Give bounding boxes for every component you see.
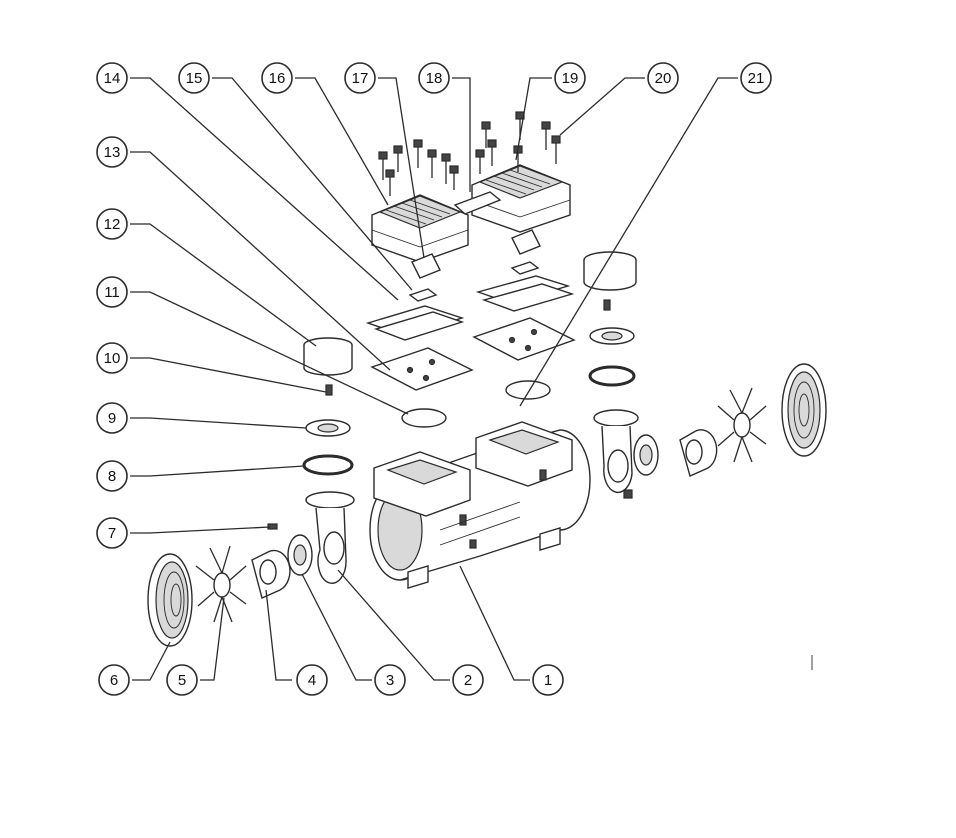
valve-pads xyxy=(408,261,540,302)
callout-circle xyxy=(96,460,128,492)
callout-circle xyxy=(96,208,128,240)
callout-21: 21 xyxy=(740,62,772,94)
seal-rings xyxy=(302,365,636,476)
valve-plates xyxy=(370,317,576,391)
cylinder-head-right xyxy=(471,164,571,233)
callout-number: 10 xyxy=(104,350,121,367)
callout-circle xyxy=(554,62,586,94)
callout-number: 14 xyxy=(104,70,121,87)
head-bolts xyxy=(378,111,561,196)
callout-16: 16 xyxy=(261,62,293,94)
fan-cover-right xyxy=(781,363,827,457)
callout-circle xyxy=(98,664,130,696)
callout-circle xyxy=(452,664,484,696)
callout-number: 1 xyxy=(544,672,552,689)
callout-3: 3 xyxy=(374,664,406,696)
callout-6: 6 xyxy=(98,664,130,696)
callout-7: 7 xyxy=(96,517,128,549)
callout-number: 6 xyxy=(110,672,118,689)
callout-number: 17 xyxy=(352,70,369,87)
eccentric-right xyxy=(679,429,718,477)
callout-2: 2 xyxy=(452,664,484,696)
callout-number: 7 xyxy=(108,525,116,542)
piston-screws xyxy=(325,299,611,396)
callout-15: 15 xyxy=(178,62,210,94)
callout-11: 11 xyxy=(96,276,128,308)
cylinder-sleeve-left xyxy=(303,337,353,376)
callout-number: 20 xyxy=(655,70,672,87)
callout-circle xyxy=(178,62,210,94)
callout-circle xyxy=(296,664,328,696)
callout-circle xyxy=(96,62,128,94)
callout-circle xyxy=(532,664,564,696)
o-rings xyxy=(401,380,551,428)
callout-12: 12 xyxy=(96,208,128,240)
callout-number: 4 xyxy=(308,672,316,689)
fan-left xyxy=(195,545,247,623)
callout-20: 20 xyxy=(647,62,679,94)
callout-number: 2 xyxy=(464,672,472,689)
callout-17: 17 xyxy=(344,62,376,94)
callout-number: 5 xyxy=(178,672,186,689)
callout-4: 4 xyxy=(296,664,328,696)
callout-5: 5 xyxy=(166,664,198,696)
connecting-tube xyxy=(453,191,502,215)
leader-lines xyxy=(130,77,738,681)
callout-circle xyxy=(96,276,128,308)
bearing-left xyxy=(287,534,313,576)
cylinder-sleeve-right xyxy=(583,251,637,291)
valve-gaskets xyxy=(365,275,575,341)
callout-10: 10 xyxy=(96,342,128,374)
callout-circle xyxy=(374,664,406,696)
callout-1: 1 xyxy=(532,664,564,696)
fan-right xyxy=(717,387,767,463)
callout-9: 9 xyxy=(96,402,128,434)
callout-number: 11 xyxy=(104,284,120,301)
valve-block-left xyxy=(411,253,441,279)
connecting-rod-left xyxy=(305,491,355,584)
callout-circle xyxy=(166,664,198,696)
callout-number: 8 xyxy=(108,468,116,485)
callout-number: 12 xyxy=(104,216,121,233)
callout-number: 18 xyxy=(426,70,443,87)
callout-number: 9 xyxy=(108,410,116,427)
callout-number: 16 xyxy=(269,70,286,87)
callout-number: 21 xyxy=(748,70,765,87)
bearing-right xyxy=(633,434,659,476)
callout-circle xyxy=(647,62,679,94)
valve-block-right xyxy=(511,229,541,255)
callout-number: 13 xyxy=(104,144,121,161)
callout-number: 3 xyxy=(386,672,394,689)
crankcase-housing xyxy=(369,421,591,589)
fan-cover-left xyxy=(147,553,193,647)
piston-cups xyxy=(305,327,635,437)
connecting-rod-right xyxy=(593,409,639,499)
callout-19: 19 xyxy=(554,62,586,94)
callout-number: 19 xyxy=(562,70,579,87)
callout-13: 13 xyxy=(96,136,128,168)
callout-18: 18 xyxy=(418,62,450,94)
callout-8: 8 xyxy=(96,460,128,492)
callout-circle xyxy=(96,342,128,374)
callout-circle xyxy=(418,62,450,94)
callout-circle xyxy=(740,62,772,94)
callout-circle xyxy=(344,62,376,94)
callout-circle xyxy=(96,517,128,549)
callout-circle xyxy=(96,402,128,434)
callout-circle xyxy=(261,62,293,94)
callout-number: 15 xyxy=(186,70,203,87)
callout-14: 14 xyxy=(96,62,128,94)
eccentric-left xyxy=(251,549,291,599)
callout-circle xyxy=(96,136,128,168)
